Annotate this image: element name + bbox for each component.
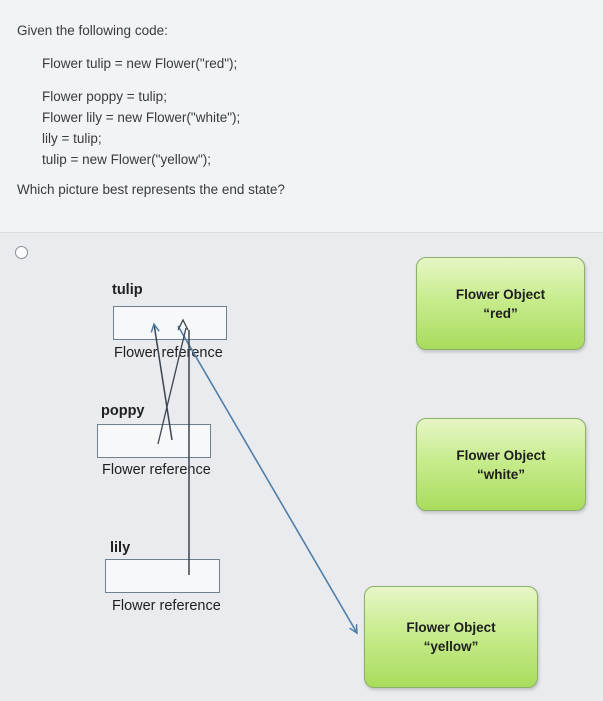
object-value-red: “red” — [483, 305, 518, 321]
object-value-yellow: “yellow” — [423, 639, 479, 654]
code-line-2: Flower poppy = tulip; — [42, 89, 167, 104]
flower-object-white: Flower Object “white” — [416, 418, 586, 511]
object-title-red: Flower Object — [455, 286, 546, 302]
variable-name-lily: lily — [110, 540, 131, 556]
variable-name-tulip: tulip — [112, 282, 143, 298]
flower-object-yellow: Flower Object “yellow” — [364, 586, 538, 688]
variable-name-poppy: poppy — [101, 403, 145, 419]
code-line-5: tulip = new Flower("yellow"); — [42, 152, 212, 167]
reference-label-lily: Flower reference — [112, 598, 221, 614]
code-line-3: Flower lily = new Flower("white"); — [42, 110, 241, 125]
question-panel: Given the following code: Flower tulip =… — [0, 0, 603, 232]
reference-box-lily — [105, 559, 220, 593]
object-value-white: “white” — [476, 466, 525, 482]
reference-label-poppy: Flower reference — [102, 462, 211, 478]
answer-radio-button[interactable] — [15, 246, 28, 259]
object-title-yellow: Flower Object — [406, 620, 496, 635]
flower-object-red: Flower Object “red” — [416, 257, 585, 350]
object-title-white: Flower Object — [456, 447, 546, 463]
reference-box-poppy — [97, 424, 211, 458]
reference-label-tulip: Flower reference — [114, 345, 223, 361]
code-line-1: Flower tulip = new Flower("red"); — [42, 56, 238, 71]
question-prompt: Which picture best represents the end st… — [17, 182, 285, 197]
code-line-4: lily = tulip; — [42, 131, 102, 146]
question-intro: Given the following code: — [17, 23, 168, 38]
reference-box-tulip — [113, 306, 227, 340]
